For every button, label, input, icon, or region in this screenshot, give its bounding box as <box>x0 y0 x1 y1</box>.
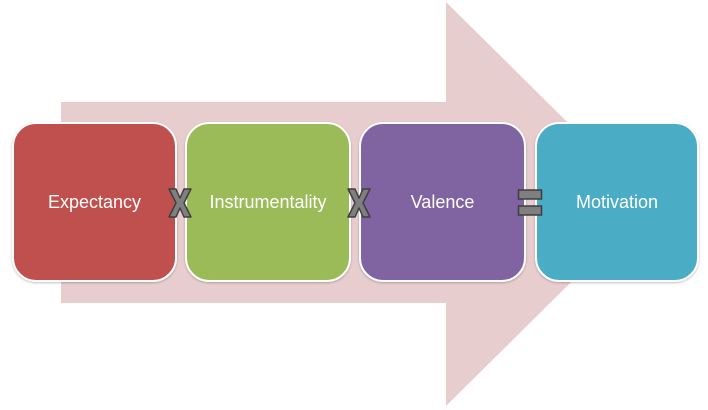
instrumentality-box: Instrumentality <box>185 122 351 282</box>
instrumentality-label: Instrumentality <box>209 191 327 212</box>
expectancy-label: Expectancy <box>47 191 142 212</box>
motivation-label: Motivation <box>575 191 659 212</box>
equals-icon <box>517 189 543 216</box>
expectancy-box: Expectancy <box>12 122 177 282</box>
multiply-icon <box>347 188 371 218</box>
valence-label: Valence <box>410 191 475 212</box>
multiply-icon <box>168 188 192 218</box>
motivation-box: Motivation <box>535 122 699 282</box>
valence-box: Valence <box>359 122 526 282</box>
